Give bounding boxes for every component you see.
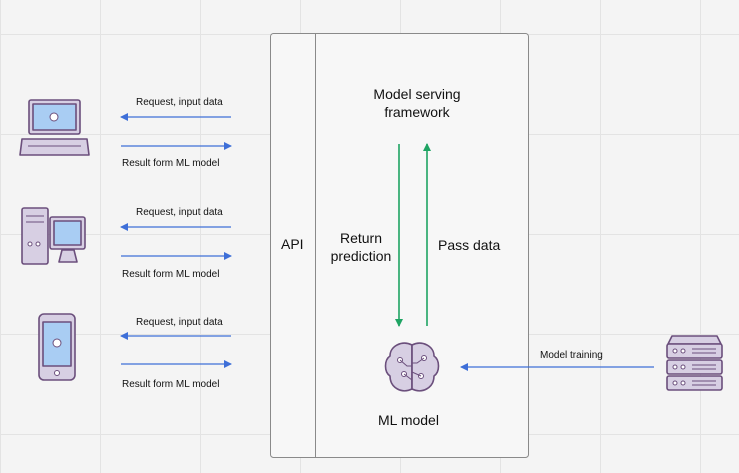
phone-result-label: Result form ML model [122, 379, 220, 390]
ml-model-label: ML model [378, 412, 439, 428]
desktop-request-label: Request, input data [136, 207, 223, 218]
pass-data-label: Pass data [438, 237, 501, 253]
server-rack-icon [666, 335, 723, 391]
laptop-icon [19, 99, 90, 156]
model-training-label: Model training [540, 350, 603, 361]
desktop-icon [21, 207, 86, 265]
return-prediction-label: Return prediction [330, 230, 392, 264]
phone-icon [38, 313, 76, 381]
framework-label: Model serving framework [373, 86, 461, 120]
laptop-request-label: Request, input data [136, 97, 223, 108]
desktop-result-label: Result form ML model [122, 269, 220, 280]
laptop-result-label: Result form ML model [122, 158, 220, 169]
brain-icon [384, 342, 440, 392]
phone-request-label: Request, input data [136, 317, 223, 328]
api-label: API [281, 236, 304, 252]
